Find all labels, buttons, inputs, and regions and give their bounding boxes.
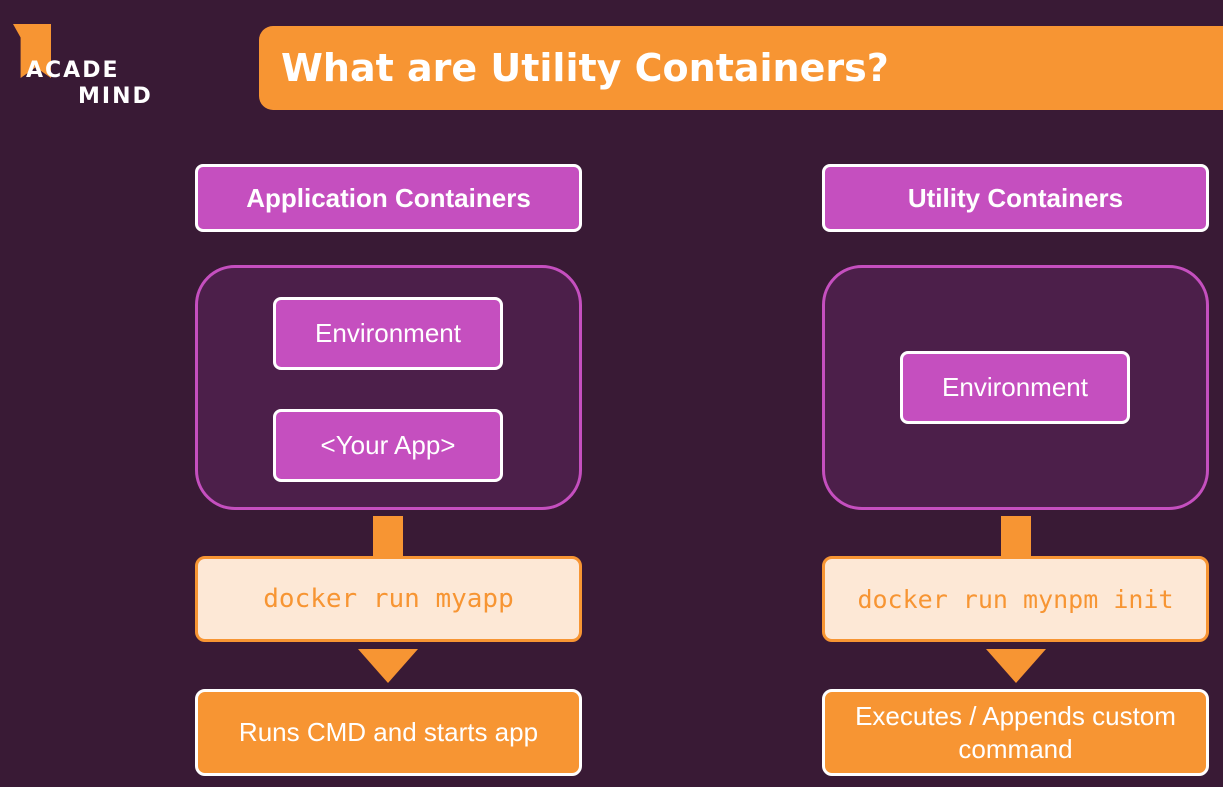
application-containers-header: Application Containers	[195, 164, 582, 232]
page-title: What are Utility Containers?	[281, 46, 889, 90]
utility-containers-header: Utility Containers	[822, 164, 1209, 232]
utility-command-box: docker run mynpm init	[822, 556, 1209, 642]
application-command-box: docker run myapp	[195, 556, 582, 642]
logo-line-2: MIND	[78, 84, 153, 109]
left-arrow-shaft	[373, 516, 403, 558]
left-down-arrow-icon	[358, 649, 418, 683]
right-down-arrow-icon	[986, 649, 1046, 683]
logo-line-1: ACADE	[26, 58, 120, 83]
utility-result-box: Executes / Appends custom command	[822, 689, 1209, 776]
right-arrow-shaft	[1001, 516, 1031, 558]
application-environment-box: Environment	[273, 297, 503, 370]
title-banner: What are Utility Containers?	[259, 26, 1223, 110]
utility-environment-box: Environment	[900, 351, 1130, 424]
application-result-box: Runs CMD and starts app	[195, 689, 582, 776]
your-app-box: <Your App>	[273, 409, 503, 482]
